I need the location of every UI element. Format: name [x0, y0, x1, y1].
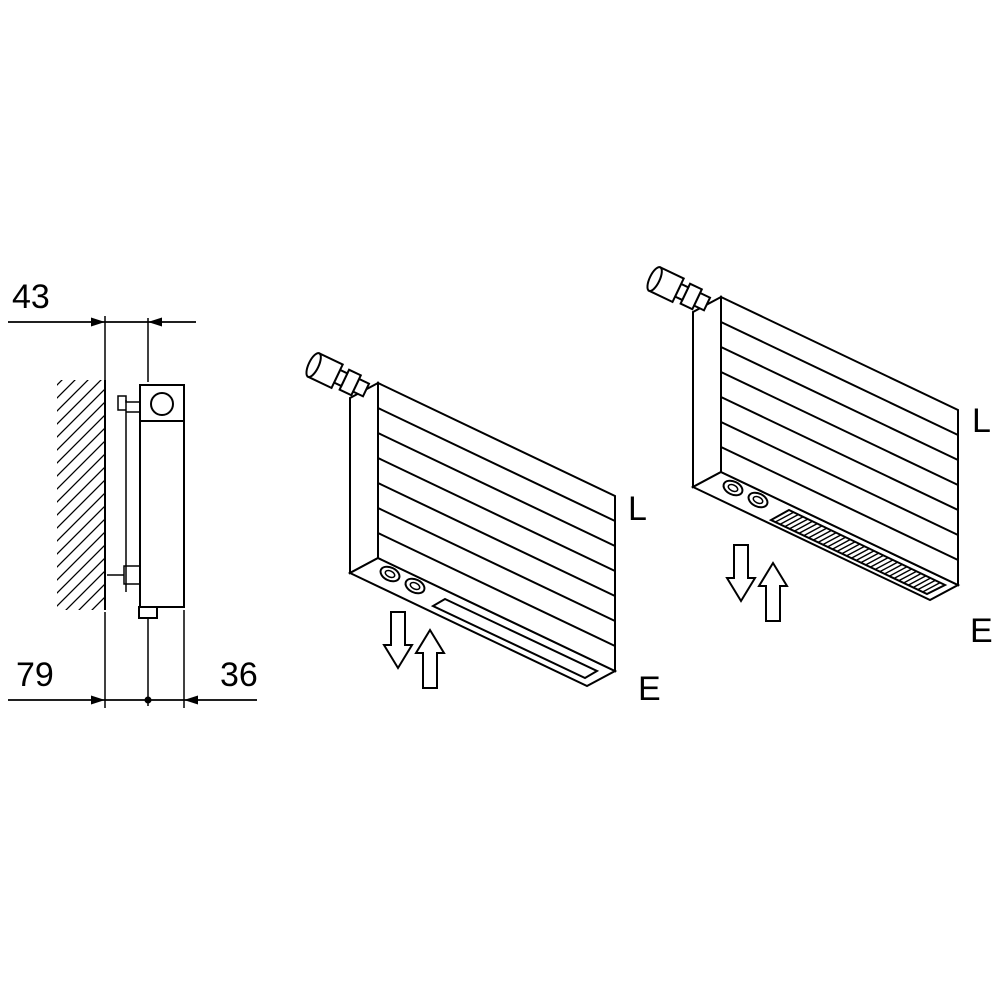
grille-fin: [879, 561, 899, 573]
grille-fin: [860, 552, 880, 564]
end-face: [692, 295, 722, 489]
grille-fin: [869, 556, 889, 568]
grille-fin: [903, 572, 922, 584]
grille-fin: [850, 547, 870, 559]
airflow-down-arrow-icon: [382, 611, 414, 670]
mounting-brackets: [107, 395, 139, 592]
port-outer: [379, 565, 401, 583]
grille-fin: [884, 563, 903, 575]
label-E: E: [638, 670, 661, 708]
panel-lines: [377, 407, 616, 647]
radiator-body-outline: [139, 384, 185, 608]
airflow-arrows: [725, 544, 789, 622]
arrowhead-right-icon: [91, 317, 105, 327]
grille-fin: [784, 516, 804, 528]
side-view: 43 79 36: [8, 278, 258, 708]
airflow-arrows: [382, 611, 446, 689]
grille-fin: [922, 581, 941, 593]
airflow-down-arrow-icon: [725, 544, 757, 603]
grille-fin: [874, 559, 894, 571]
front-face: [720, 295, 959, 587]
grille-fin: [912, 577, 932, 589]
front-face: [377, 381, 616, 673]
grille-fin: [855, 550, 875, 562]
connection-ports: [379, 565, 426, 595]
grille-fin: [803, 525, 823, 537]
grille-fin: [907, 574, 927, 586]
grille-fin: [779, 513, 799, 525]
grille-fin: [836, 541, 856, 553]
grille-ribs: [775, 511, 941, 593]
grille-fin: [817, 531, 837, 544]
arrowhead-right-icon: [91, 695, 105, 705]
panel-lines: [720, 321, 959, 561]
grille-fin: [865, 554, 885, 566]
bracket-top-hook: [117, 395, 139, 411]
airflow-up-arrow-icon: [757, 561, 789, 622]
radiator-iso-convector: L E: [646, 265, 993, 650]
label-E: E: [970, 612, 993, 650]
arrowhead-left-icon: [184, 695, 198, 705]
grille-fin: [812, 529, 832, 541]
dim-43-label: 43: [12, 278, 50, 316]
dim-36-label: 36: [220, 656, 258, 694]
radiator-side-profile: [138, 384, 185, 619]
port-inner: [384, 569, 396, 579]
airflow-up-arrow-icon: [414, 628, 446, 689]
port-outer: [747, 491, 769, 509]
grille-fin: [898, 570, 918, 582]
radiator-iso-plain: L E: [305, 351, 661, 708]
grille-fin: [893, 568, 913, 580]
dim-79-label: 79: [16, 656, 54, 694]
convector-grille: [768, 508, 948, 596]
grille-fin: [798, 522, 818, 534]
connection-ports: [722, 479, 769, 509]
end-face: [349, 381, 379, 575]
grille-fin: [917, 579, 937, 591]
grille-fin: [841, 543, 861, 555]
bottom-dimension: 79 36: [8, 610, 258, 708]
grille-fin: [831, 538, 851, 550]
port-inner: [752, 495, 764, 505]
port-outer: [722, 479, 744, 497]
grille-fin: [846, 545, 866, 557]
grille-fin: [808, 527, 828, 539]
arrowhead-left-icon: [148, 317, 162, 327]
connection-point-dot: [144, 696, 152, 704]
port-outer: [404, 577, 426, 595]
wall-hatch: [57, 380, 105, 610]
valve-cap: [646, 266, 663, 292]
air-slot: [430, 597, 600, 680]
label-L: L: [628, 490, 647, 528]
thermostat-valve: [305, 351, 371, 398]
port-inner: [727, 483, 739, 493]
top-dimension: 43: [8, 278, 196, 382]
grille-fin: [789, 518, 809, 530]
grille-fin: [888, 565, 908, 577]
valve-cap: [305, 352, 322, 378]
grille-fin: [827, 536, 847, 548]
vent-plug: [150, 392, 174, 416]
port-inner: [409, 581, 421, 591]
grille-fin: [822, 534, 842, 546]
thermostat-valve: [646, 265, 712, 312]
label-L: L: [972, 402, 991, 440]
grille-fin: [775, 511, 794, 523]
grille-fin: [794, 520, 813, 532]
